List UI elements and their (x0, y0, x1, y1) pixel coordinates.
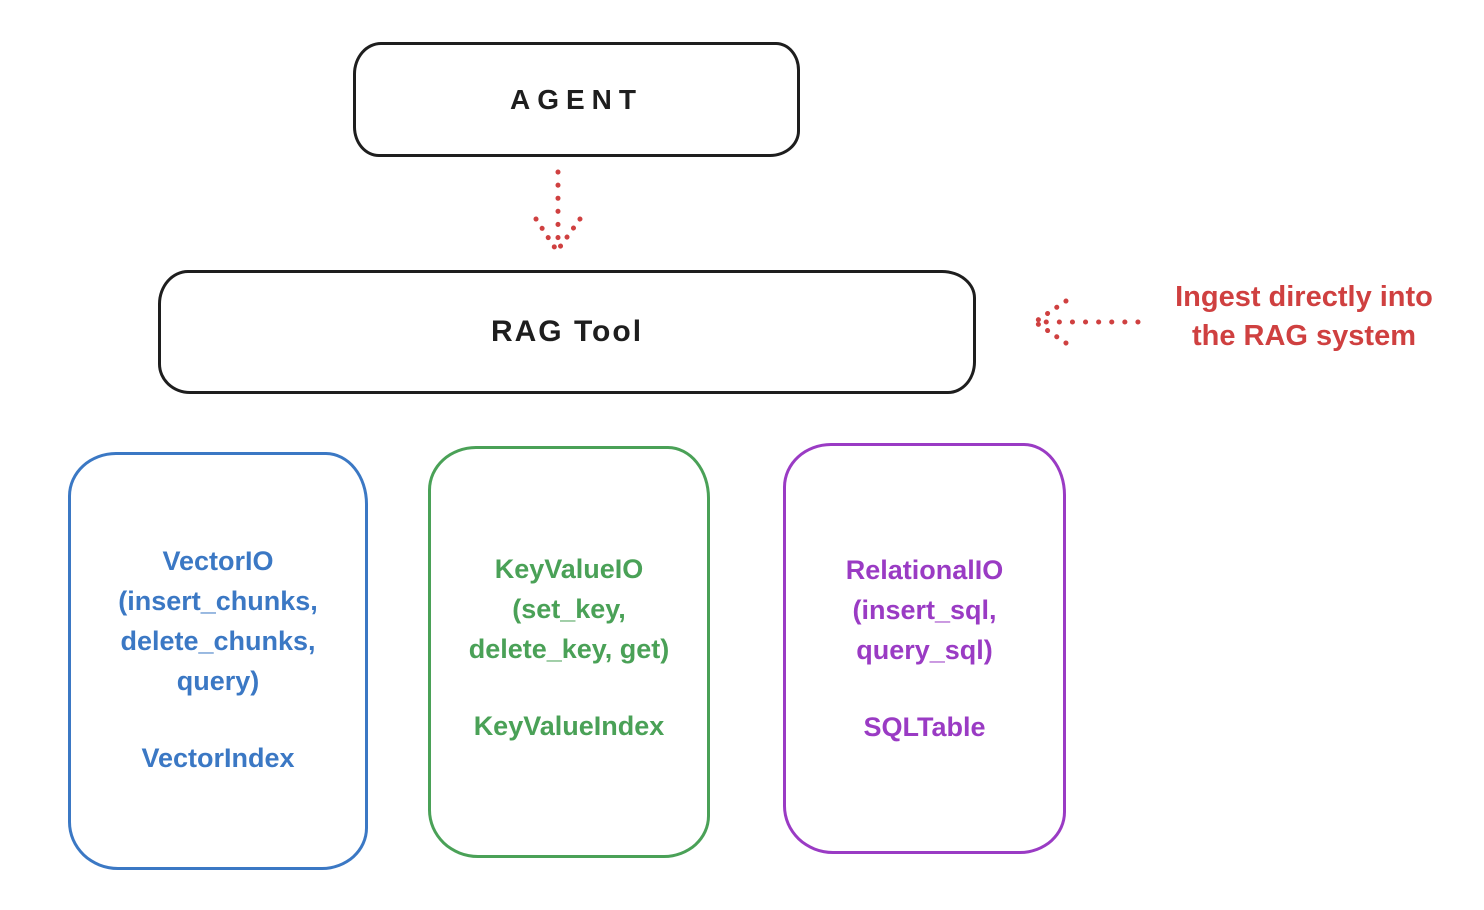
vector-io-text-line: query) (176, 666, 260, 696)
relational-io-text-line: query_sql) (856, 635, 993, 665)
relational-io-text-line: RelationalIO (845, 555, 1004, 585)
key-value-io-text-line: delete_key, get) (468, 634, 670, 664)
rag-tool-node: RAG Tool (158, 270, 976, 394)
vector-io-text-line: delete_chunks, (120, 626, 316, 656)
key-value-io-node: KeyValueIO (set_key, delete_key, get) Ke… (428, 446, 710, 858)
ingest-arrow (1032, 298, 1141, 346)
vector-io-node: VectorIO (insert_chunks, delete_chunks, … (68, 452, 368, 870)
relational-io-node: RelationalIO (insert_sql, query_sql) SQL… (783, 443, 1066, 854)
relational-io-title: RelationalIO (insert_sql, query_sql) (786, 550, 1063, 670)
ingest-annotation-line: the RAG system (1191, 320, 1416, 352)
ingest-annotation-line: Ingest directly into (1175, 281, 1433, 313)
sql-table-label: SQLTable (863, 712, 986, 742)
agent-label: AGENT (510, 83, 643, 115)
ingest-annotation: Ingest directly into the RAG system (1128, 278, 1480, 356)
key-value-io-text-line: KeyValueIO (494, 554, 644, 584)
relational-io-text-line: (insert_sql, (852, 595, 997, 625)
agent-node: AGENT (353, 42, 800, 157)
vector-io-text-line: VectorIO (162, 546, 274, 576)
vector-index-label: VectorIndex (141, 743, 295, 773)
key-value-index-label: KeyValueIndex (473, 711, 665, 741)
agent-to-rag-arrow (533, 169, 583, 254)
key-value-io-text-line: (set_key, (512, 594, 626, 624)
vector-io-title: VectorIO (insert_chunks, delete_chunks, … (71, 541, 365, 701)
vector-io-text-line: (insert_chunks, (118, 586, 318, 616)
key-value-io-title: KeyValueIO (set_key, delete_key, get) (431, 549, 707, 669)
rag-tool-label: RAG Tool (490, 315, 644, 348)
